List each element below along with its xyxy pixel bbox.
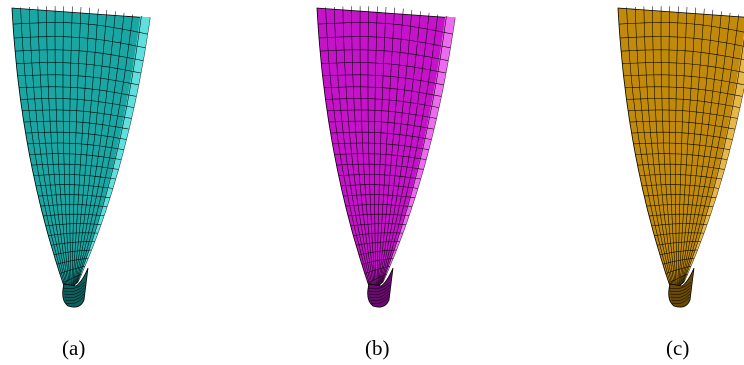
mesh-spoke-b-3 (342, 6, 374, 291)
hub-line-c-0 (668, 281, 692, 289)
hub-line-a-3 (64, 290, 85, 298)
hub-line-a-2 (64, 287, 85, 295)
mesh-spoke-c-14 (682, 14, 740, 284)
mesh-spoke-b-9 (377, 7, 395, 287)
caption-b: (b) (365, 336, 390, 360)
mesh-spoke-b-15 (382, 16, 447, 283)
mesh-spoke-b-5 (359, 6, 376, 289)
panel-b: (b) (305, 0, 505, 365)
mesh-spoke-a-1 (20, 7, 68, 292)
mesh-spoke-b-14 (381, 14, 439, 284)
mesh-spoke-a-15 (77, 16, 142, 283)
mesh-spoke-b-7 (374, 6, 378, 288)
mesh-spoke-c-1 (626, 7, 674, 292)
hub-line-c-2 (670, 287, 691, 295)
mesh-spoke-a-10 (73, 8, 99, 286)
hub-line-a-1 (63, 284, 85, 292)
hub-line-b-4 (370, 293, 389, 301)
mesh-spoke-a-2 (29, 6, 68, 291)
hub-line-c-3 (670, 290, 691, 298)
mesh-spoke-a-13 (75, 12, 125, 284)
mesh-spoke-b-10 (378, 8, 404, 286)
hub-line-a-5 (65, 296, 84, 304)
blade-mesh-c (617, 6, 744, 308)
mesh-spoke-a-11 (74, 9, 108, 286)
hub-line-a-0 (62, 281, 86, 289)
mesh-spoke-c-4 (652, 6, 676, 290)
caption-c: (c) (666, 336, 690, 360)
hub-line-c-5 (671, 296, 690, 304)
mesh-spoke-c-11 (680, 9, 714, 286)
hub-line-a-4 (65, 293, 84, 301)
mesh-spoke-b-12 (379, 11, 421, 285)
hub-line-b-3 (369, 290, 390, 298)
hub-line-b-2 (369, 287, 390, 295)
blade-hub-c (668, 267, 695, 308)
mesh-spoke-c-10 (679, 8, 705, 286)
mesh-spoke-c-12 (680, 11, 722, 285)
mesh-spoke-a-4 (46, 6, 70, 290)
blade-edge-highlight-b (382, 16, 455, 283)
hub-line-b-1 (368, 284, 390, 292)
caption-a: (a) (62, 336, 86, 360)
hub-line-c-1 (669, 284, 691, 292)
blade-mesh-b (316, 6, 456, 308)
mesh-spoke-a-6 (62, 6, 71, 289)
hub-line-b-0 (367, 281, 391, 289)
mesh-spoke-a-14 (76, 14, 134, 284)
panel-c: (c) (606, 0, 744, 365)
mesh-spoke-c-15 (683, 38, 744, 283)
mesh-spoke-b-6 (367, 6, 376, 289)
mesh-spoke-b-4 (351, 6, 375, 290)
mesh-spoke-a-8 (71, 6, 82, 288)
mesh-spoke-c-6 (668, 6, 677, 289)
mesh-spoke-a-9 (72, 7, 90, 287)
hub-line-c-4 (671, 293, 690, 301)
mesh-spoke-c-9 (678, 7, 696, 287)
panel-a: (a) (0, 0, 200, 365)
mesh-spoke-a-3 (37, 6, 69, 291)
mesh-spoke-b-2 (334, 6, 373, 291)
blade-hub-a (62, 267, 89, 308)
mesh-spoke-b-1 (325, 7, 373, 292)
mesh-spoke-c-2 (635, 6, 674, 291)
mesh-spoke-b-8 (376, 6, 387, 288)
blade-hub-b (367, 267, 394, 308)
hub-line-b-5 (370, 296, 389, 304)
blade-edge-highlight-a (77, 16, 150, 283)
mesh-spoke-c-13 (681, 12, 731, 284)
mesh-spoke-c-7 (675, 6, 679, 288)
mesh-spoke-c-8 (677, 6, 688, 288)
mesh-spoke-a-12 (74, 11, 116, 285)
mesh-spoke-a-7 (69, 6, 73, 288)
mesh-spoke-a-5 (54, 6, 71, 289)
mesh-spoke-c-3 (643, 6, 675, 291)
mesh-spoke-b-13 (380, 12, 430, 284)
mesh-spoke-c-5 (660, 6, 677, 289)
blade-mesh-a (11, 6, 151, 308)
mesh-spoke-b-11 (379, 9, 413, 286)
